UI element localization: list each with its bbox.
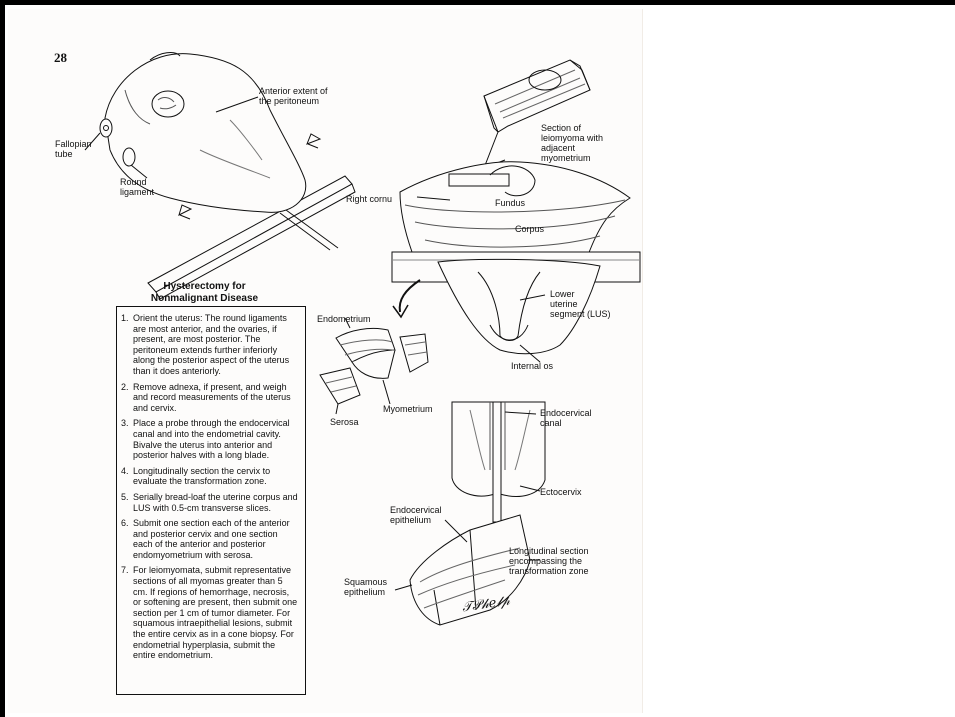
label-round-ligament: Round ligament — [120, 177, 154, 197]
step-text: Serially bread-loaf the uterine corpus a… — [133, 492, 299, 513]
step-number: 5. — [121, 492, 133, 513]
step-number: 6. — [121, 518, 133, 560]
label-anterior-peritoneum: Anterior extent of the peritoneum — [259, 86, 328, 106]
step-text: Orient the uterus: The round ligaments a… — [133, 313, 299, 377]
label-myometrium: Myometrium — [383, 404, 433, 414]
label-internal-os: Internal os — [511, 361, 553, 371]
label-section-leiomyoma: Section of leiomyoma with adjacent myome… — [541, 123, 603, 163]
step-item: 1. Orient the uterus: The round ligament… — [121, 313, 299, 377]
label-right-cornu: Right cornu — [346, 194, 392, 204]
label-endocervical-epithelium: Endocervical epithelium — [390, 505, 442, 525]
label-ectocervix: Ectocervix — [540, 487, 582, 497]
step-number: 3. — [121, 418, 133, 460]
figure-title: Hysterectomy for Nonmalignant Disease — [142, 281, 267, 305]
label-squamous-epithelium: Squamous epithelium — [344, 577, 387, 597]
corpus-slices-icon — [320, 318, 428, 414]
cervix-section-icon — [452, 402, 545, 522]
step-item: 5. Serially bread-loaf the uterine corpu… — [121, 492, 299, 513]
step-number: 2. — [121, 382, 133, 414]
label-endocervical-canal: Endocervical canal — [540, 408, 592, 428]
label-corpus: Corpus — [515, 224, 544, 234]
step-item: 2. Remove adnexa, if present, and weigh … — [121, 382, 299, 414]
step-text: Submit one section each of the anterior … — [133, 518, 299, 560]
step-number: 4. — [121, 466, 133, 487]
step-text: For leiomyomata, submit representative s… — [133, 565, 299, 660]
step-item: 3. Place a probe through the endocervica… — [121, 418, 299, 460]
step-item: 6. Submit one section each of the anteri… — [121, 518, 299, 560]
label-fallopian-tube: Fallopian tube — [55, 139, 92, 159]
procedure-steps-box: 1. Orient the uterus: The round ligament… — [116, 306, 306, 695]
step-number: 1. — [121, 313, 133, 377]
step-text: Longitudinally section the cervix to eva… — [133, 466, 299, 487]
step-item: 7. For leiomyomata, submit representativ… — [121, 565, 299, 660]
step-number: 7. — [121, 565, 133, 660]
step-item: 4. Longitudinally section the cervix to … — [121, 466, 299, 487]
label-serosa: Serosa — [330, 417, 359, 427]
label-lower-uterine-segment: Lower uterine segment (LUS) — [550, 289, 611, 319]
label-longitudinal-section: Longitudinal section encompassing the tr… — [509, 546, 589, 576]
bivalved-uterus-icon — [392, 162, 640, 362]
label-fundus: Fundus — [495, 198, 525, 208]
step-text: Remove adnexa, if present, and weigh and… — [133, 382, 299, 414]
label-endometrium: Endometrium — [317, 314, 371, 324]
step-text: Place a probe through the endocervical c… — [133, 418, 299, 460]
